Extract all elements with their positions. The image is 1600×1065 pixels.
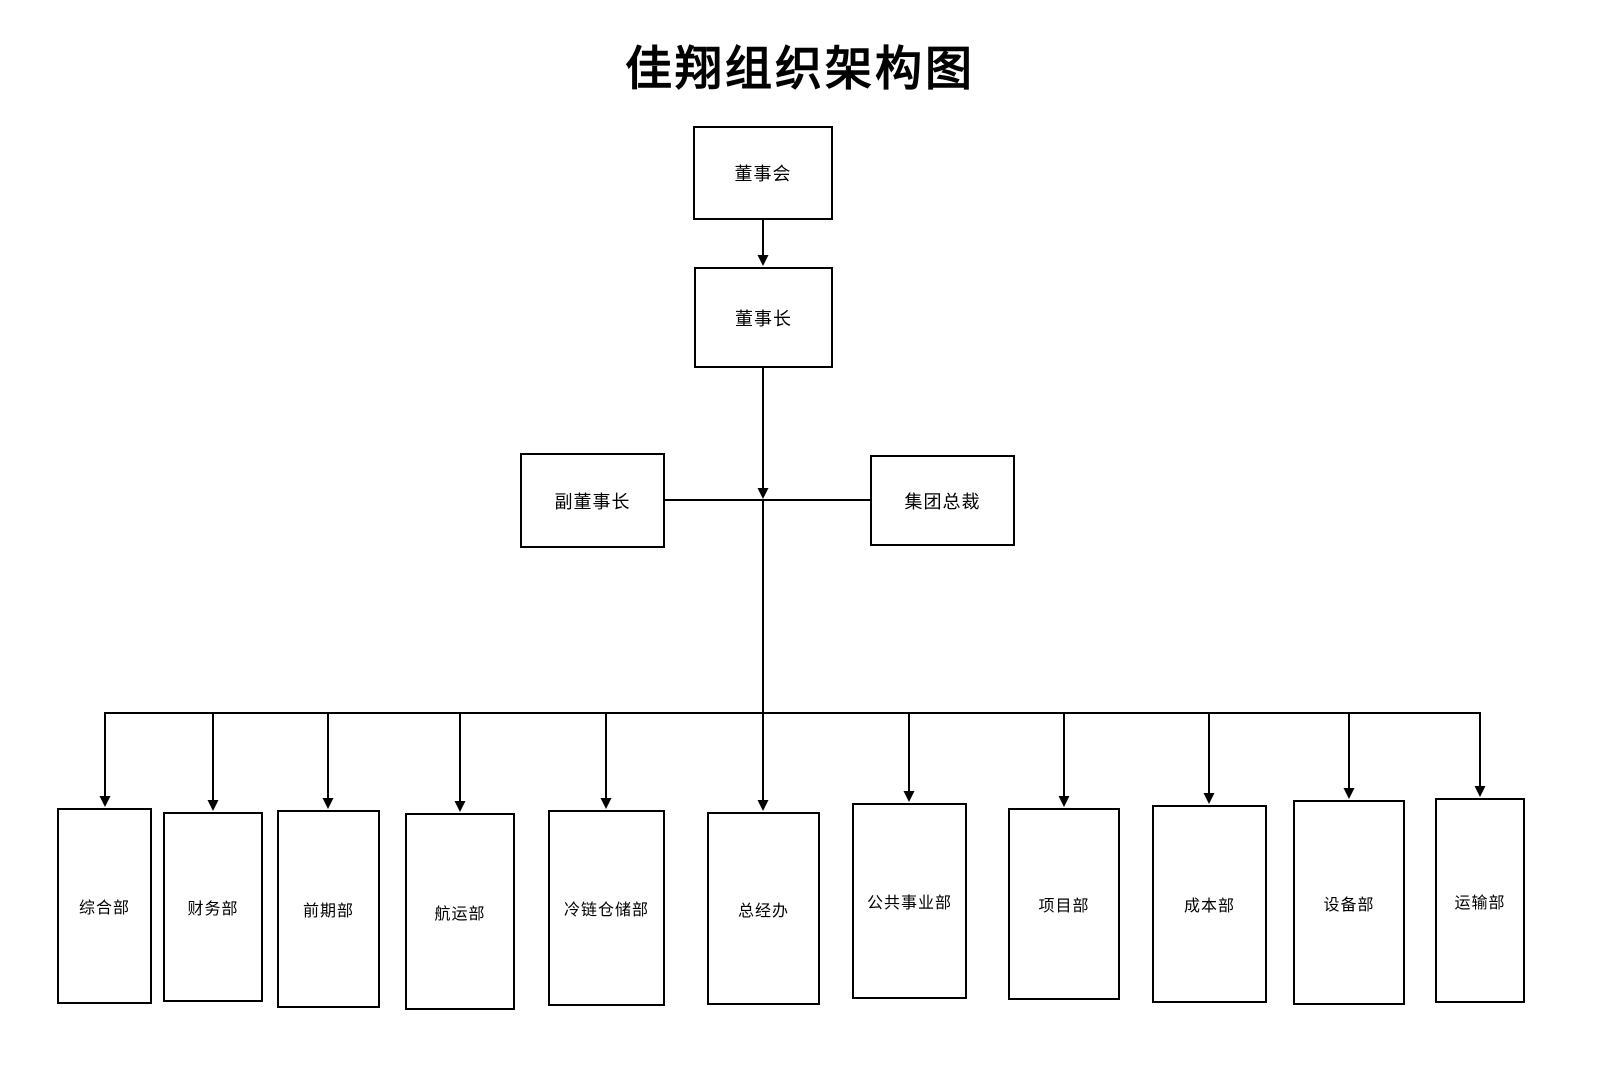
- department-box: 冷链仓储部: [548, 810, 665, 1006]
- arrow-to-dept-10: [1343, 713, 1355, 799]
- department-box: 财务部: [163, 812, 263, 1002]
- arrow-to-dept-5: [600, 713, 612, 809]
- node-board-label: 董事会: [734, 164, 792, 184]
- department-box: 成本部: [1152, 805, 1267, 1003]
- node-chairman-label: 董事长: [735, 308, 792, 329]
- node-board: 董事会: [693, 126, 833, 220]
- arrow-chairman-to-junction: [757, 368, 769, 499]
- department-box: 前期部: [277, 810, 380, 1008]
- department-label: 航运部: [434, 905, 486, 923]
- department-label: 前期部: [302, 903, 354, 920]
- department-label: 运输部: [1454, 894, 1506, 912]
- node-vice-chairman: 副董事长: [520, 453, 665, 548]
- arrow-to-dept-6: [757, 713, 769, 811]
- arrow-to-dept-2: [207, 713, 219, 811]
- department-label: 项目部: [1038, 898, 1090, 915]
- arrow-to-dept-7: [903, 713, 915, 802]
- department-label: 总经办: [737, 902, 789, 920]
- node-president: 集团总裁: [870, 455, 1015, 546]
- node-president-label: 集团总裁: [904, 491, 981, 512]
- department-box: 航运部: [405, 813, 515, 1010]
- arrow-to-dept-8: [1058, 713, 1070, 807]
- department-box: 项目部: [1008, 808, 1120, 1000]
- arrow-to-dept-4: [454, 713, 466, 812]
- department-box: 综合部: [57, 808, 152, 1004]
- node-chairman: 董事长: [694, 267, 833, 368]
- node-vice-chairman-label: 副董事长: [554, 491, 631, 512]
- department-box: 公共事业部: [852, 803, 967, 999]
- department-label: 设备部: [1323, 896, 1375, 914]
- department-box: 设备部: [1293, 800, 1405, 1005]
- page-title: 佳翔组织架构图: [625, 42, 975, 95]
- department-box: 运输部: [1435, 798, 1525, 1003]
- department-label: 冷链仓储部: [563, 902, 649, 919]
- department-label: 综合部: [78, 900, 130, 917]
- arrow-to-dept-1: [99, 713, 111, 807]
- department-box: 总经办: [707, 812, 820, 1005]
- department-label: 成本部: [1183, 898, 1235, 915]
- arrow-to-dept-3: [322, 713, 334, 809]
- department-label: 公共事业部: [866, 895, 952, 912]
- department-label: 财务部: [187, 901, 239, 918]
- arrow-board-to-chairman: [757, 220, 769, 266]
- arrow-to-dept-11: [1474, 713, 1486, 797]
- arrow-to-dept-9: [1203, 713, 1215, 804]
